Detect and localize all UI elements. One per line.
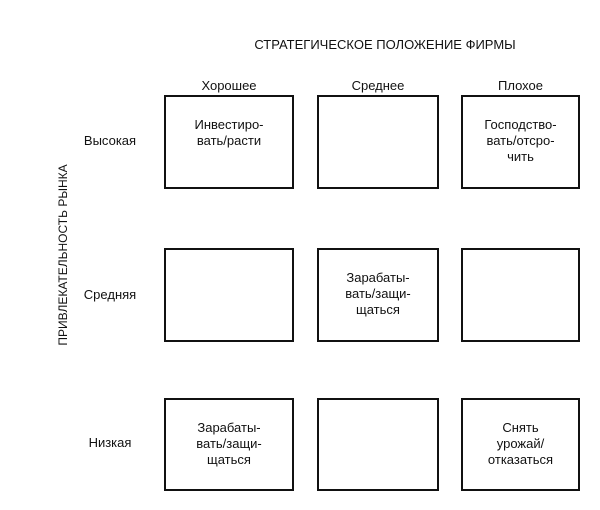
cell-medium-good bbox=[164, 248, 294, 342]
column-header-medium: Среднее bbox=[351, 78, 405, 93]
cell-high-bad: Господство- вать/отсро- чить bbox=[461, 95, 580, 189]
row-label-high: Высокая bbox=[83, 133, 137, 148]
cell-text: Зарабаты- вать/защи- щаться bbox=[196, 420, 262, 467]
column-header-bad: Плохое bbox=[498, 78, 543, 93]
cell-low-good: Зарабаты- вать/защи- щаться bbox=[164, 398, 294, 491]
cell-text: Снять урожай/ отказаться bbox=[487, 420, 554, 467]
cell-medium-bad bbox=[461, 248, 580, 342]
row-label-low: Низкая bbox=[88, 435, 132, 450]
diagram-title: СТРАТЕГИЧЕСКОЕ ПОЛОЖЕНИЕ ФИРМЫ bbox=[254, 37, 516, 52]
cell-text: Инвестиро- вать/расти bbox=[194, 117, 264, 148]
cell-low-medium bbox=[317, 398, 439, 491]
column-header-good: Хорошее bbox=[201, 78, 257, 93]
cell-text: Зарабаты- вать/защи- щаться bbox=[345, 270, 411, 317]
cell-low-bad: Снять урожай/ отказаться bbox=[461, 398, 580, 491]
row-label-medium: Средняя bbox=[83, 287, 137, 302]
cell-text: Господство- вать/отсро- чить bbox=[484, 117, 557, 164]
cell-medium-medium: Зарабаты- вать/защи- щаться bbox=[317, 248, 439, 342]
y-axis-label: ПРИВЛЕКАТЕЛЬНОСТЬ РЫНКА bbox=[56, 164, 70, 346]
cell-high-medium bbox=[317, 95, 439, 189]
cell-high-good: Инвестиро- вать/расти bbox=[164, 95, 294, 189]
